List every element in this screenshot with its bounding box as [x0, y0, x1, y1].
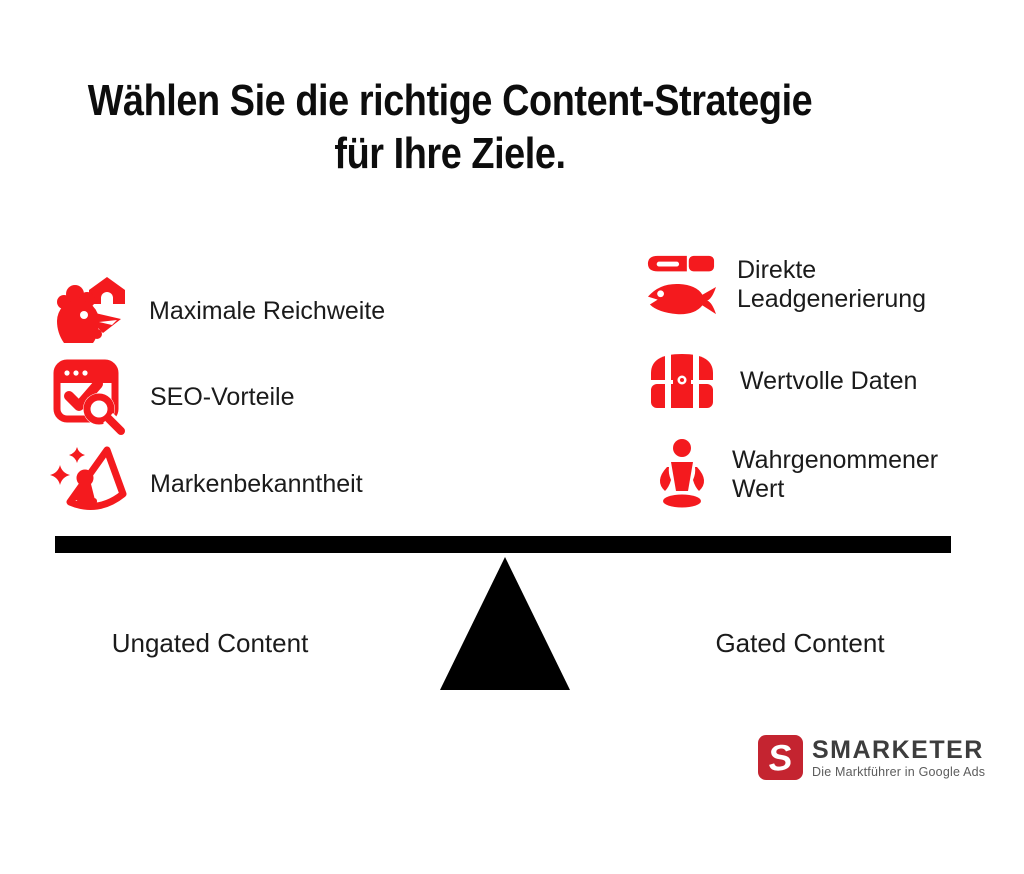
benefit-item-seo-vorteile: SEO-Vorteile	[52, 357, 295, 437]
page-title-line2: für Ihre Ziele.	[334, 129, 566, 178]
benefit-item-wahrgenommener-wert: Wahrgenommener Wert	[650, 436, 962, 514]
megaphone-sparkles-icon	[50, 443, 128, 525]
side-label-gated-content: Gated Content	[715, 628, 885, 658]
benefit-label: Markenbekanntheit	[150, 469, 363, 498]
benefit-label: Maximale Reichweite	[149, 296, 386, 325]
page-title-line1: Wählen Sie die richtige Content-Strategi…	[87, 76, 813, 125]
treasure-chest-icon	[646, 350, 718, 412]
logo-name: SMARKETER	[812, 736, 984, 764]
pedestal-person-icon	[650, 436, 714, 514]
benefit-label: Direkte Leadgenerierung	[737, 256, 927, 313]
benefit-item-direkte-leadgenerierung: Direkte Leadgenerierung	[643, 250, 967, 320]
browser-check-search-icon	[52, 357, 128, 437]
side-label-ungated-content: Ungated Content	[111, 628, 309, 658]
page-title: Wählen Sie die richtige Content-Strategi…	[63, 74, 837, 180]
logo-text-block: SMARKETER Die Marktführer in Google Ads	[812, 735, 985, 779]
benefit-item-markenbekanntheit: Markenbekanntheit	[50, 443, 363, 525]
logo-tagline: Die Marktführer in Google Ads	[812, 765, 986, 779]
smarketer-logo-mark-icon: S	[758, 735, 803, 780]
benefit-label: SEO-Vorteile	[150, 382, 295, 411]
benefit-label: Wahrgenommener Wert	[732, 446, 939, 503]
chicken-henhouse-icon	[55, 275, 127, 347]
benefit-label: Wertvolle Daten	[740, 366, 918, 395]
balance-beam	[55, 536, 951, 553]
benefit-item-maximale-reichweite: Maximale Reichweite	[55, 275, 385, 347]
benefit-item-wertvolle-daten: Wertvolle Daten	[646, 350, 917, 412]
logo-mark-letter: S	[766, 735, 795, 779]
smarketer-logo: S SMARKETER Die Marktführer in Google Ad…	[758, 735, 985, 780]
balance-fulcrum-triangle	[440, 557, 570, 690]
knife-fish-icon	[643, 250, 719, 320]
